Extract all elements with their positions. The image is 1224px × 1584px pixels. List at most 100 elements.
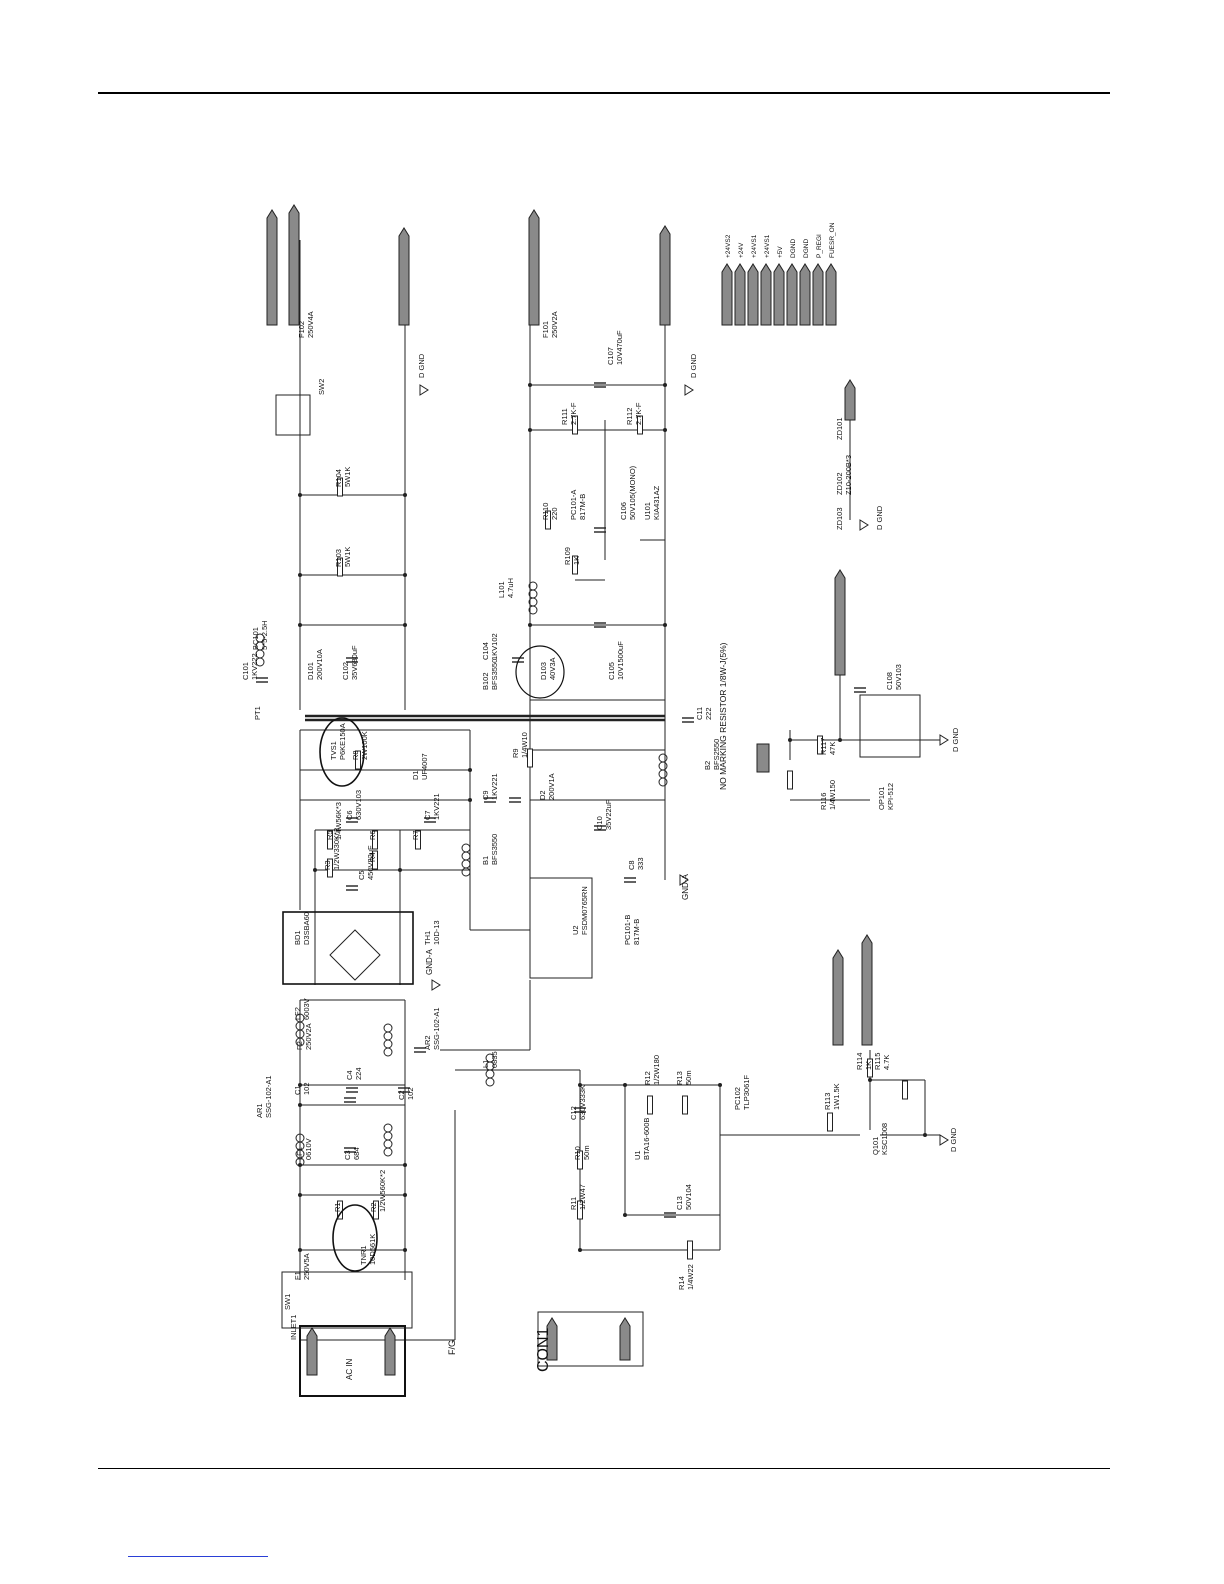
ref-c101: C101 xyxy=(241,662,250,680)
footer-link[interactable] xyxy=(128,1556,268,1557)
legend-label: +5V xyxy=(777,246,784,258)
inductor-symbol xyxy=(255,657,265,667)
net-arrow-5v xyxy=(528,209,540,326)
junction-dot xyxy=(398,868,402,872)
junction-dot xyxy=(403,1193,407,1197)
ref-th1: TH1 xyxy=(423,931,432,945)
ref-c11: C11 xyxy=(695,707,704,720)
value-tnr1: 10D561K xyxy=(368,1234,377,1265)
inductor-symbol xyxy=(485,1077,495,1087)
bd1-box xyxy=(282,911,414,985)
junction-dot xyxy=(298,493,302,497)
schematic-note: NO MARKING RESISTOR 1/8W-J(5%) xyxy=(718,642,728,790)
dgnd-label: D GND xyxy=(417,353,426,378)
inductor-symbol xyxy=(658,777,668,787)
value-r115: 4.7K xyxy=(882,1055,891,1070)
dgnd-label: D GND xyxy=(951,727,960,752)
value-op101: KPI-512 xyxy=(886,783,895,810)
inductor-symbol xyxy=(383,1147,393,1157)
inductor-symbol xyxy=(383,1039,393,1049)
ref-r1: R1 xyxy=(333,1202,342,1212)
legend-label: DGND xyxy=(803,239,810,258)
value-r112: 2.7K-F xyxy=(634,402,643,425)
ref-bc101: BC101 xyxy=(251,627,260,650)
value-b102: BFS3550 xyxy=(490,659,499,690)
legend-arrow xyxy=(825,263,837,326)
ref-c5: C5 xyxy=(357,870,366,880)
ref-d101: D101 xyxy=(306,662,315,680)
junction-dot xyxy=(313,868,317,872)
ref-c102: C102 xyxy=(341,662,350,680)
value-c104: 1KV102 xyxy=(490,633,499,660)
ground-symbol xyxy=(859,519,869,531)
resistor-symbol xyxy=(337,557,343,577)
ref-l1: L1 xyxy=(481,1060,490,1068)
connector-title: CON1 xyxy=(535,1327,552,1372)
legend-label: P_REGI xyxy=(816,234,823,258)
ref-zd101: ZD101 xyxy=(835,417,844,440)
net-arrow-con1-b xyxy=(619,1317,631,1361)
value-th1: 10D-13 xyxy=(432,920,441,945)
ref-r7: R7 xyxy=(411,830,420,840)
resistor-symbol xyxy=(327,858,333,878)
value-f101: 250V2A xyxy=(550,311,559,338)
ref-c1: C1 xyxy=(293,1085,302,1095)
value-c13: 50V104 xyxy=(684,1184,693,1210)
value-c3: 684 xyxy=(352,1147,361,1160)
ref-f2: F2 xyxy=(295,1041,304,1050)
inductor-symbol xyxy=(383,1131,393,1141)
ref-r14: R14 xyxy=(677,1276,686,1290)
value-r111: 2.7K-F xyxy=(569,402,578,425)
ref-u101: U101 xyxy=(643,502,652,520)
sw2-box xyxy=(275,394,311,436)
resistor-symbol xyxy=(787,770,793,790)
legend-arrow xyxy=(812,263,824,326)
d103-highlight xyxy=(515,645,565,699)
ref-c104: C104 xyxy=(481,642,490,660)
ref-zd103: ZD103 xyxy=(835,507,844,530)
ref-l101: L101 xyxy=(497,581,506,598)
value-r116: 1/4W150 xyxy=(828,780,837,810)
junction-dot xyxy=(403,623,407,627)
ref-r10: R10 xyxy=(573,1146,582,1160)
ref-c7: C7 xyxy=(423,810,432,820)
resistor-symbol xyxy=(637,415,643,435)
value-c5: 450V82uF xyxy=(366,845,375,880)
inductor-symbol xyxy=(658,761,668,771)
junction-dot xyxy=(298,1248,302,1252)
inductor-symbol xyxy=(528,605,538,615)
resistor-symbol xyxy=(572,555,578,575)
gnd-a-label: GND-A xyxy=(425,949,434,975)
resistor-symbol xyxy=(577,1150,583,1170)
con1-box xyxy=(537,1311,644,1367)
value-c102: 35V680uF xyxy=(350,645,359,680)
schematic-graphics xyxy=(255,204,949,1397)
ground-symbol xyxy=(939,1134,949,1146)
value-b2: BFS2550 xyxy=(712,739,721,770)
junction-dot xyxy=(663,428,667,432)
legend-arrow xyxy=(747,263,759,326)
value-d1: UF4007 xyxy=(420,753,429,780)
ref-sw2: SW2 xyxy=(317,379,326,395)
value-r13: 50m xyxy=(684,1070,693,1085)
value-u2: FSDM0765RN xyxy=(580,886,589,935)
ref-c106: C106 xyxy=(619,502,628,520)
ref-r13: R13 xyxy=(675,1071,684,1085)
value-c2: 102 xyxy=(406,1087,415,1100)
ac-inlet-box xyxy=(299,1325,406,1397)
value-c8: 333 xyxy=(636,857,645,870)
value-lf1: 0610V xyxy=(304,1138,313,1160)
junction-dot xyxy=(528,383,532,387)
junction-dot xyxy=(578,1248,582,1252)
resistor-symbol xyxy=(373,1200,379,1220)
resistor-symbol xyxy=(337,477,343,497)
ref-c2: C2 xyxy=(397,1090,406,1100)
ref-r109: R109 xyxy=(563,547,572,565)
junction-dot xyxy=(663,383,667,387)
ref-tnr1: TNR1 xyxy=(359,1245,368,1265)
junction-dot xyxy=(663,623,667,627)
value-c106: 50V105(MONO) xyxy=(628,465,637,520)
inductor-symbol xyxy=(383,1047,393,1057)
ground-symbol xyxy=(939,734,949,746)
resistor-symbol xyxy=(577,1200,583,1220)
